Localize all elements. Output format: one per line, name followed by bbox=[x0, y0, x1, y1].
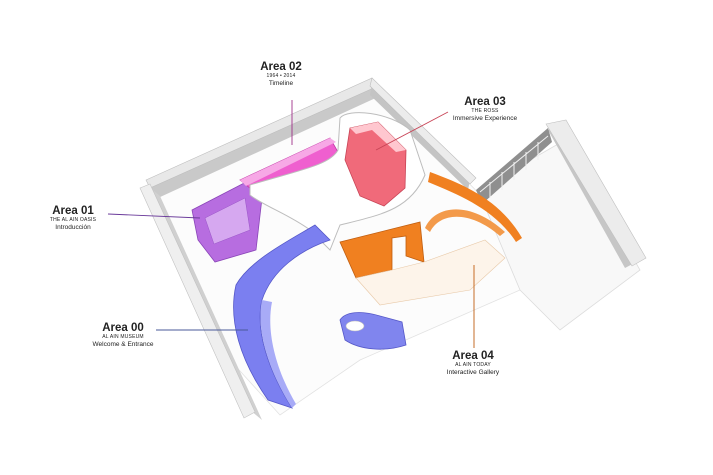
annex-shelving bbox=[479, 135, 549, 198]
area-02-top bbox=[240, 138, 336, 186]
area-01-subtitle: THE AL AIN OASIS bbox=[49, 217, 97, 224]
area-00-title: Area 00 bbox=[102, 322, 144, 334]
wall-north-east-top bbox=[369, 77, 477, 185]
area-00-label: Area 00 AL AIN MUSEUM Welcome & Entrance bbox=[88, 322, 158, 348]
leader-line-03 bbox=[375, 111, 449, 151]
area-01-description: Introducción bbox=[55, 223, 91, 231]
wall-south-west-top bbox=[139, 183, 256, 419]
annex-floor bbox=[477, 139, 641, 331]
area-04-floor bbox=[355, 239, 506, 306]
area-03-label: Area 03 THE ROSS Immersive Experience bbox=[445, 96, 525, 122]
area-02-subtitle: 1964 • 2014 bbox=[266, 73, 296, 80]
annex-wall-top bbox=[545, 119, 647, 267]
area-02-description: Timeline bbox=[268, 79, 294, 87]
area-01-inner bbox=[204, 197, 251, 245]
area-01-label: Area 01 THE AL AIN OASIS Introducción bbox=[38, 205, 108, 231]
wall-north-west bbox=[148, 84, 380, 198]
area-03-top bbox=[350, 122, 406, 152]
area-02-label: Area 02 1964 • 2014 Timeline bbox=[246, 61, 316, 87]
area-00-description: Welcome & Entrance bbox=[92, 340, 154, 348]
area-01-title: Area 01 bbox=[52, 205, 94, 217]
area-03-description: Immersive Experience bbox=[452, 114, 518, 122]
area-04-title: Area 04 bbox=[452, 350, 494, 362]
area-04-arc bbox=[425, 209, 505, 236]
area-04-subtitle: AL AIN TODAY bbox=[455, 362, 491, 369]
area-04-curve bbox=[428, 172, 522, 242]
area-02-title: Area 02 bbox=[260, 61, 302, 73]
leader-line-01 bbox=[107, 213, 201, 219]
area-04-label: Area 04 AL AIN TODAY Interactive Gallery bbox=[433, 350, 513, 376]
lounge-seat bbox=[345, 320, 365, 332]
area-00-subtitle: AL AIN MUSEUM bbox=[102, 334, 144, 341]
area-03-title: Area 03 bbox=[464, 96, 506, 108]
area-04-description: Interactive Gallery bbox=[446, 368, 500, 376]
area-00-wall bbox=[233, 224, 331, 409]
area-00-wall-face bbox=[260, 300, 296, 408]
area-03-subtitle: THE ROSS bbox=[471, 108, 499, 115]
